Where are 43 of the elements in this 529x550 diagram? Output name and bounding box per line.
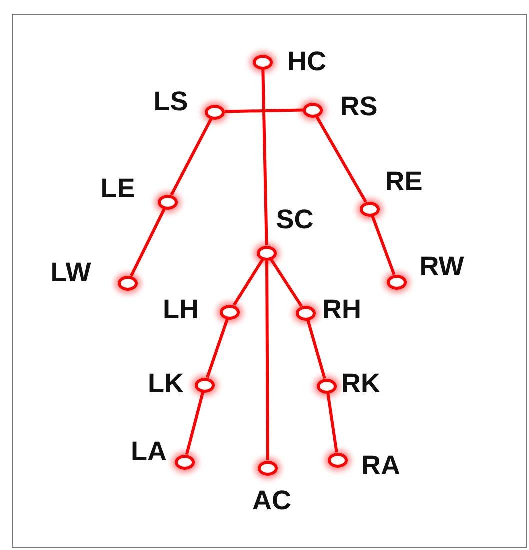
joint-circle [360, 202, 380, 216]
joint-circle [253, 54, 273, 70]
joint-circle [387, 274, 407, 290]
joint-circle [220, 304, 240, 320]
joint-circle [328, 452, 348, 468]
joint-circle [158, 194, 178, 210]
joint-label: LS [154, 88, 188, 116]
joint-label: LA [131, 438, 167, 466]
bone-line [306, 320, 326, 380]
bone-line [266, 260, 270, 460]
bone-line [371, 216, 396, 276]
bone-line [316, 116, 368, 203]
bone-line [224, 108, 304, 114]
joint-label: RK [342, 370, 380, 398]
joint-label: RA [362, 452, 400, 480]
bone-line [262, 69, 268, 246]
joint-label: HC [288, 48, 326, 76]
bone-line [170, 118, 213, 196]
joint-circle [303, 102, 323, 118]
bone-line [270, 258, 303, 308]
joint-circle [118, 276, 138, 290]
joint-label: RW [420, 254, 464, 280]
joint-label: LW [50, 260, 92, 286]
joint-label: AC [252, 488, 292, 514]
joint-label: RH [322, 296, 362, 324]
joint-label: SC [276, 206, 314, 234]
joint-label: RS [340, 94, 378, 120]
joint-label: LH [163, 296, 199, 324]
joint-circle [317, 378, 337, 394]
joint-label: LK [148, 370, 184, 398]
joint-circle [175, 454, 195, 470]
bone-line [206, 318, 229, 378]
bone-line [232, 259, 264, 306]
joint-circle [195, 378, 215, 392]
joint-circle [258, 460, 278, 476]
joint-label: RE [385, 168, 423, 196]
joint-circle [205, 104, 225, 120]
joint-circle [257, 246, 277, 260]
bone-line [130, 208, 166, 277]
joint-circle [296, 306, 316, 320]
bone-line [326, 393, 338, 453]
joint-label: LE [100, 176, 136, 202]
bone-line [185, 392, 205, 456]
